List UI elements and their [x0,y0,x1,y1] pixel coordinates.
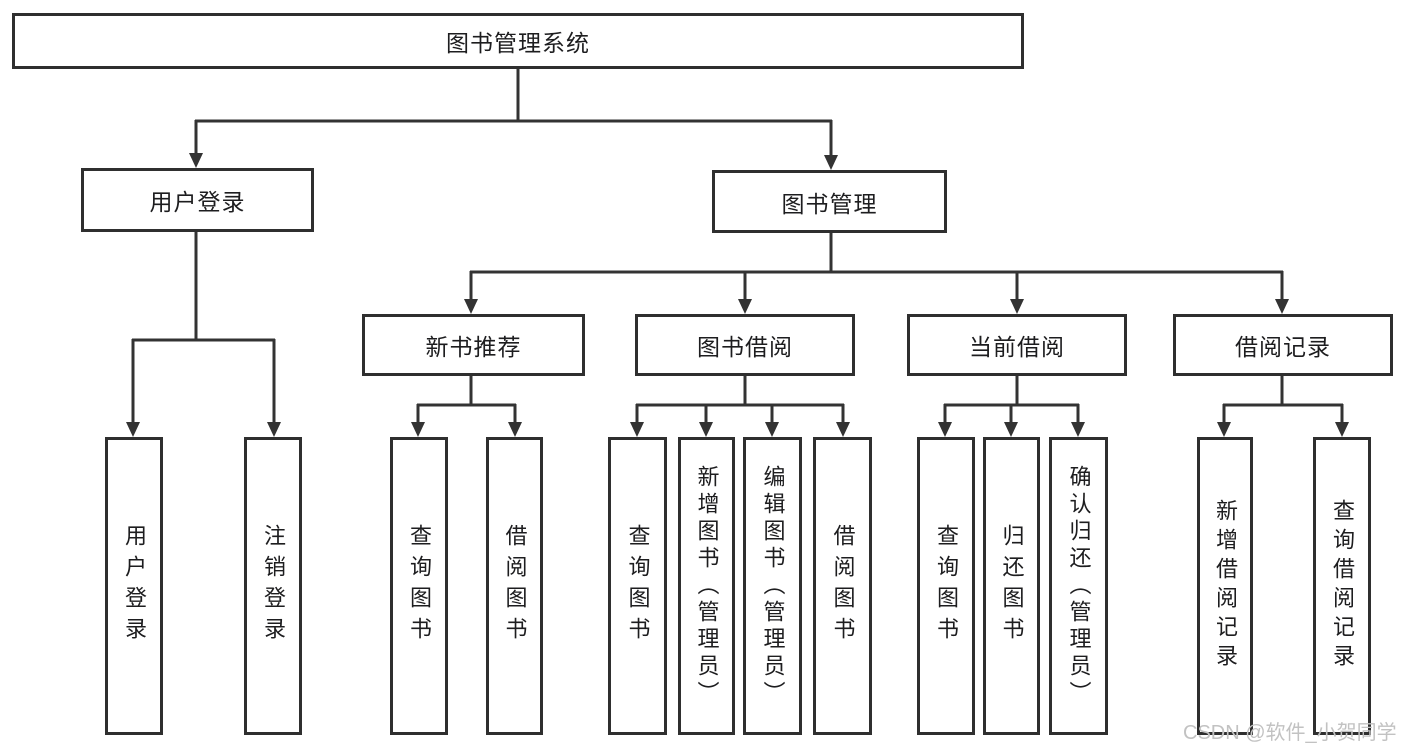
leaf-confirm-return-admin: 确认归还（管理员） [1049,437,1108,735]
leaf-query-books-borrow: 查询图书 [608,437,667,735]
node-book-borrow: 图书借阅 [635,314,855,376]
leaf-query-borrow-record: 查询借阅记录 [1313,437,1371,735]
node-borrow-records-label: 借阅记录 [1235,334,1331,360]
leaf-edit-book-admin: 编辑图书（管理员） [743,437,802,735]
leaf-edit-book-admin-label: 编辑图书（管理员） [760,464,786,708]
leaf-confirm-return-admin-label: 确认归还（管理员） [1066,464,1092,708]
leaf-user-login: 用户登录 [105,437,163,735]
node-current-borrow-label: 当前借阅 [969,334,1065,360]
node-book-borrow-label: 图书借阅 [697,334,793,360]
node-root-label: 图书管理系统 [446,30,590,56]
node-new-book-recommend: 新书推荐 [362,314,585,376]
leaf-query-books-current: 查询图书 [917,437,975,735]
leaf-borrow-books-recommend-label: 借阅图书 [502,524,528,648]
node-book-management-label: 图书管理 [781,190,878,217]
node-book-management: 图书管理 [712,170,947,233]
leaf-borrow-books-recommend: 借阅图书 [486,437,543,735]
leaf-add-borrow-record-label: 新增借阅记录 [1213,499,1238,673]
leaf-borrow-books-label: 借阅图书 [830,524,856,648]
csdn-watermark: CSDN @软件_小贺同学 [1183,722,1397,744]
leaf-query-books-borrow-label: 查询图书 [625,524,651,648]
node-new-book-recommend-label: 新书推荐 [425,334,522,360]
leaf-add-book-admin: 新增图书（管理员） [678,437,735,735]
leaf-query-books-current-label: 查询图书 [934,524,959,648]
node-user-login: 用户登录 [81,168,314,232]
leaf-user-login-label: 用户登录 [122,524,147,648]
node-user-login-label: 用户登录 [149,189,246,215]
node-borrow-records: 借阅记录 [1173,314,1393,376]
leaf-return-book: 归还图书 [983,437,1040,735]
leaf-add-book-admin-label: 新增图书（管理员） [694,464,720,708]
leaf-return-book-label: 归还图书 [999,524,1025,648]
arrowhead-icons [126,153,1349,437]
leaf-query-books-recommend-label: 查询图书 [407,524,432,648]
leaf-logout: 注销登录 [244,437,302,735]
leaf-logout-label: 注销登录 [261,524,286,648]
node-root: 图书管理系统 [12,13,1024,69]
leaf-query-borrow-record-label: 查询借阅记录 [1330,499,1355,673]
leaf-add-borrow-record: 新增借阅记录 [1197,437,1253,735]
node-current-borrow: 当前借阅 [907,314,1127,376]
leaf-borrow-books: 借阅图书 [813,437,872,735]
leaf-query-books-recommend: 查询图书 [390,437,448,735]
